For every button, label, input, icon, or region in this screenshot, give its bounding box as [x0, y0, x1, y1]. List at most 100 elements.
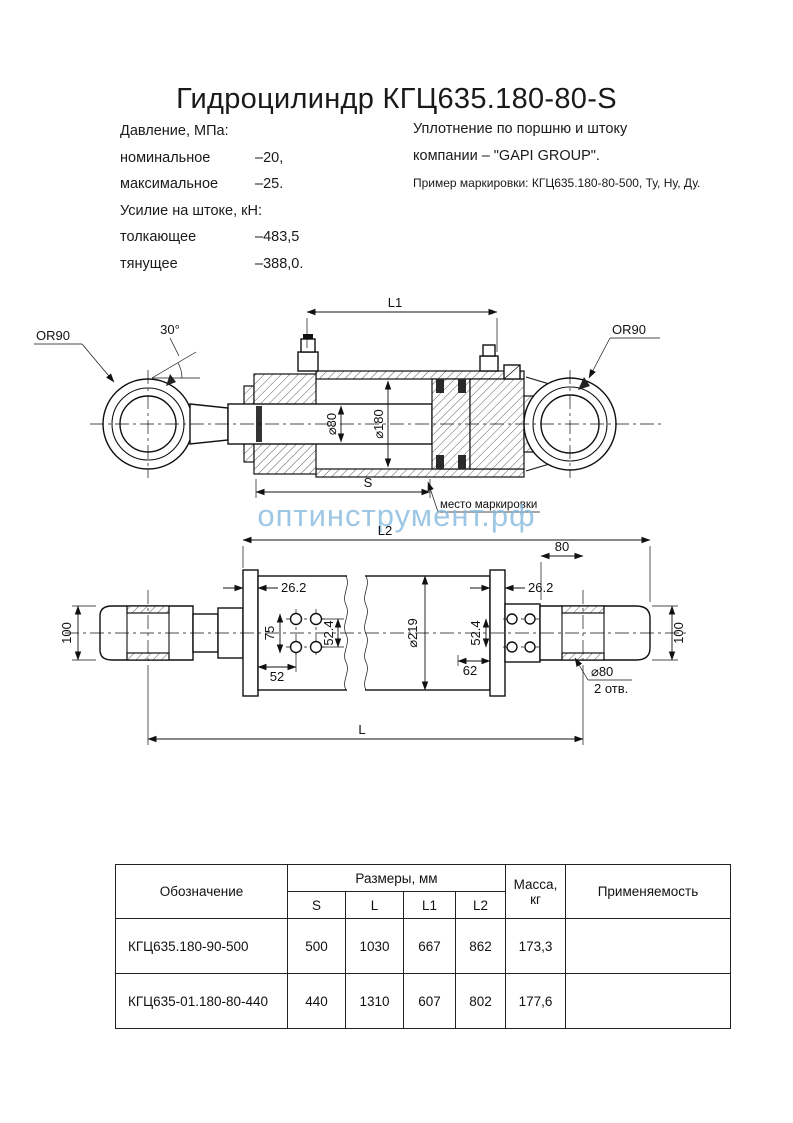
- or90-right-label: OR90: [612, 322, 646, 337]
- spec-value: –388,0.: [255, 255, 304, 272]
- dim-l1: L1: [306, 295, 498, 352]
- dim-l2: L2: [242, 524, 651, 602]
- bleed-valve: [503, 364, 521, 380]
- col-sizes-group: Размеры, мм: [287, 864, 506, 892]
- dim-62: 62: [457, 655, 491, 678]
- table-header-row-2: S L L1 L2: [116, 891, 731, 919]
- marking-note-label: место маркировки: [440, 499, 537, 511]
- spec-label: максимальное: [120, 176, 219, 192]
- spec-row-max: максимальное –25.: [120, 171, 303, 198]
- spec-label: толкающее: [120, 229, 197, 245]
- dim-dia219: ⌀219: [405, 575, 429, 691]
- specs-block: Давление, МПа: номинальное –20, максималь…: [120, 118, 303, 277]
- dim-l2-label: L2: [378, 524, 392, 538]
- dim-52-4-left: 52.4: [321, 618, 344, 648]
- col-l: L: [345, 891, 404, 919]
- side-view: L1 30° OR90 OR90 ⌀180: [34, 295, 665, 513]
- dim-80-label: 80: [555, 539, 569, 554]
- spec-value: –25.: [255, 176, 284, 192]
- cell-mass: 177,6: [505, 973, 566, 1029]
- dim-26-2-right-label: 26.2: [528, 580, 553, 595]
- dim-s-label: S: [364, 475, 373, 490]
- col-l1: L1: [403, 891, 456, 919]
- bottom-view: L2 80 26.2 26.2 52.4: [59, 524, 690, 745]
- spec-value: –20,: [255, 149, 284, 166]
- cell-s: 500: [287, 918, 346, 974]
- dia80-label: ⌀80: [324, 413, 339, 435]
- pressure-heading: Давление, МПа:: [120, 123, 229, 139]
- dim-26-2-left: 26.2: [223, 580, 306, 595]
- dim-100-left-label: 100: [59, 622, 74, 644]
- angle-30-label: 30°: [160, 322, 180, 337]
- dim-100-left: 100: [59, 605, 96, 661]
- holes-count-label: 2 отв.: [594, 681, 628, 696]
- dim-62-label: 62: [463, 663, 477, 678]
- cell-mass: 173,3: [505, 918, 566, 974]
- spec-label: тянущее: [120, 255, 178, 272]
- cell-l1: 607: [403, 973, 456, 1029]
- cell-designation: КГЦ635-01.180-80-440: [115, 973, 288, 1029]
- dim-100-right-label: 100: [671, 622, 686, 644]
- break-lines: [344, 575, 368, 691]
- col-l2: L2: [455, 891, 506, 919]
- grease-fitting-left: [166, 374, 176, 386]
- dim-52: 52: [257, 653, 297, 684]
- dia80-holes-label: ⌀80: [591, 664, 613, 679]
- dim-52-label: 52: [270, 669, 284, 684]
- dim-l1-label: L1: [388, 295, 402, 310]
- cell-designation: КГЦ635.180-90-500: [115, 918, 288, 974]
- col-mass: Масса, кг: [505, 864, 566, 919]
- dim-dia80: ⌀80: [324, 405, 345, 443]
- rod-eye-left: [102, 374, 229, 470]
- dim-dia180: ⌀180: [371, 380, 392, 468]
- dia180-label: ⌀180: [371, 409, 386, 439]
- spec-value: –483,5: [255, 229, 300, 245]
- dim-26-2-right: 26.2: [470, 580, 553, 595]
- mass-line1: Масса,: [513, 876, 558, 892]
- angle-30: 30°: [151, 322, 200, 379]
- cell-application: [565, 918, 731, 974]
- cell-application: [565, 973, 731, 1029]
- piston: [431, 378, 471, 470]
- cell-l1: 667: [403, 918, 456, 974]
- col-designation: Обозначение: [115, 864, 288, 919]
- force-heading: Усилие на штоке, кН:: [120, 202, 262, 219]
- size-table: Обозначение Размеры, мм Масса, кг Примен…: [115, 864, 731, 1029]
- cell-l: 1030: [345, 918, 404, 974]
- bolt-group-right: [503, 613, 539, 653]
- dim-52-4-right: 52.4: [468, 618, 490, 648]
- page-title: Гидроцилиндр КГЦ635.180-80-S: [176, 83, 617, 116]
- marking-example: Пример маркировки: КГЦ635.180-80-500, Ту…: [413, 176, 701, 190]
- dim-l: L: [147, 676, 584, 745]
- pin-holes-note: ⌀80 2 отв.: [574, 657, 632, 696]
- cell-l: 1310: [345, 973, 404, 1029]
- dia219-label: ⌀219: [405, 618, 420, 648]
- port-front: [297, 334, 319, 372]
- spec-label: номинальное: [120, 149, 211, 166]
- spec-row-push: толкающее –483,5: [120, 224, 303, 251]
- bolt-group-left: [286, 609, 326, 657]
- mass-line2: кг: [530, 891, 541, 907]
- spec-row-nominal: номинальное –20,: [120, 145, 303, 172]
- table-row: КГЦ635-01.180-80-440 440 1310 607 802 17…: [115, 973, 731, 1029]
- dim-80: 80: [540, 539, 584, 600]
- col-s: S: [287, 891, 346, 919]
- marking-note: место маркировки: [427, 481, 540, 513]
- table-row: КГЦ635.180-90-500 500 1030 667 862 173,3: [115, 918, 731, 974]
- or90-right: OR90: [588, 322, 660, 379]
- seal-note-line1: Уплотнение по поршню и штоку: [413, 121, 628, 137]
- dim-100-right: 100: [652, 605, 686, 661]
- port-rear: [479, 344, 499, 372]
- spec-row-pull: тянущее –388,0.: [120, 251, 303, 278]
- dim-52-4-right-label: 52.4: [468, 620, 483, 645]
- col-application: Применяемость: [565, 864, 731, 919]
- dim-26-2-left-label: 26.2: [281, 580, 306, 595]
- cell-l2: 802: [455, 973, 506, 1029]
- cell-l2: 862: [455, 918, 506, 974]
- dim-s: S: [255, 475, 431, 498]
- grease-fitting-right: [578, 377, 590, 390]
- dim-75: 75: [262, 613, 284, 654]
- dim-52-4-left-label: 52.4: [321, 620, 336, 645]
- seal-note-block: Уплотнение по поршню и штоку компании – …: [413, 116, 700, 197]
